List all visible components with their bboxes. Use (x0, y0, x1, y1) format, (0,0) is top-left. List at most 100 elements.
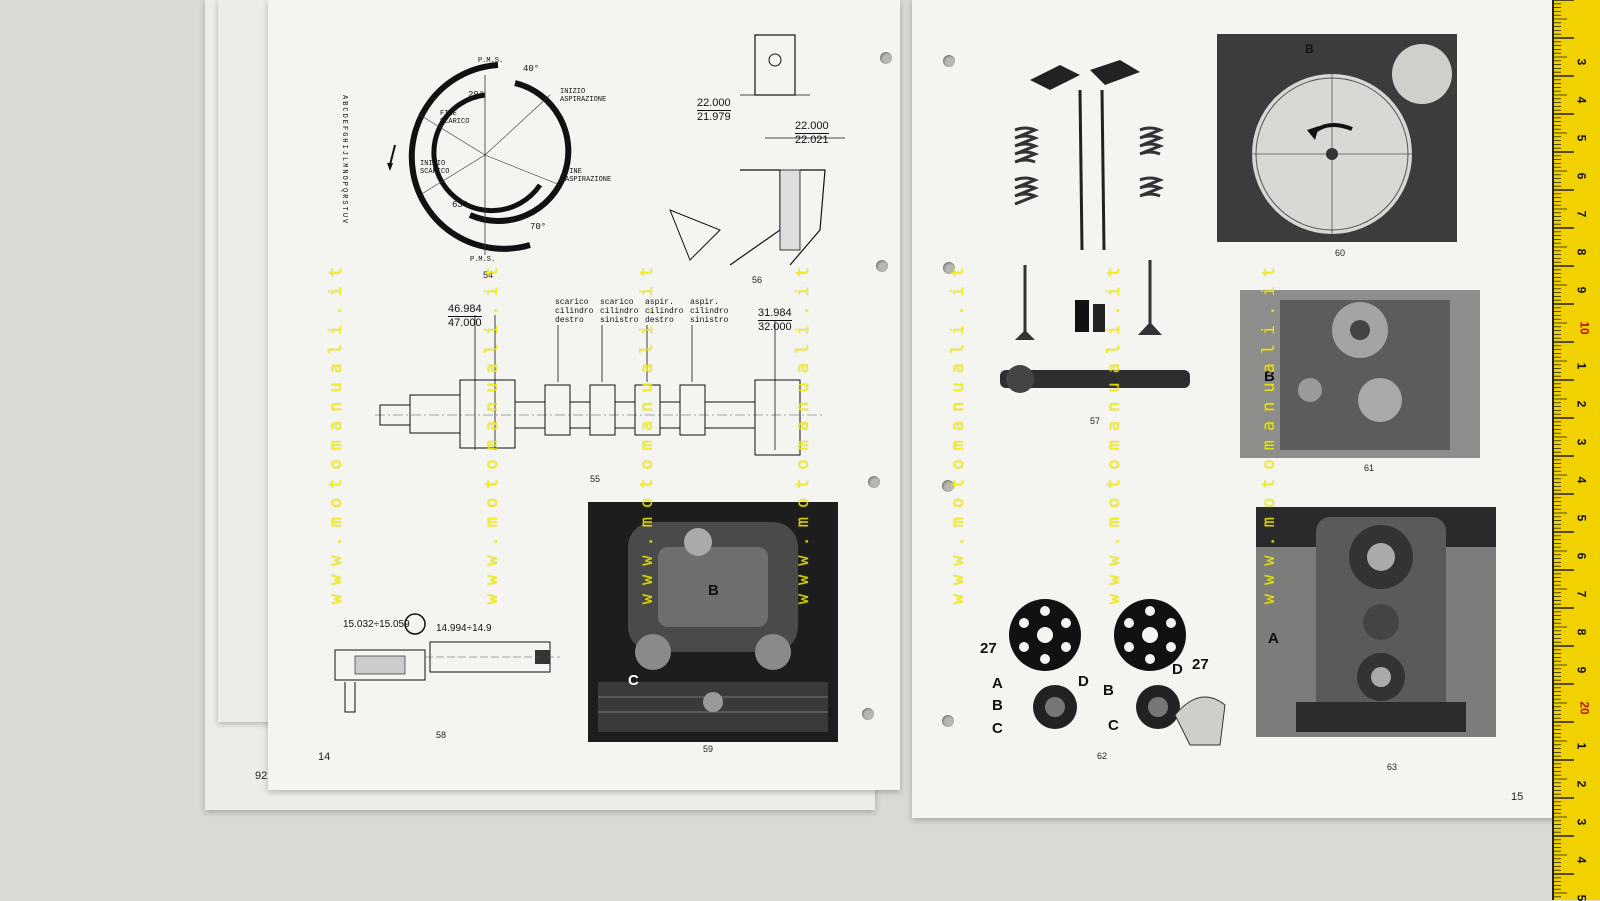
right-page-number: 15 (1511, 791, 1524, 803)
tape-number: 4 (1574, 476, 1589, 484)
binder-hole (943, 262, 955, 274)
fig-59-number: 59 (703, 744, 714, 754)
tape-number: 2 (1574, 780, 1589, 788)
tape-number: 6 (1574, 172, 1589, 180)
tappet-guide-drawing (669, 34, 845, 266)
cylinder-head-shapes (598, 522, 828, 732)
tape-number: 3 (1574, 438, 1589, 446)
fig56-dim-b-top: 22.000 (795, 120, 829, 132)
under-page-number: 92 (255, 770, 268, 782)
tape-number: 9 (1574, 286, 1589, 294)
alphabet-strip: ABCDEFGHIJLMNOPQRSTUV (340, 95, 348, 226)
fig59-callout-b: B (708, 582, 719, 599)
label-pms-top: P.M.S. (478, 57, 504, 65)
lobe-label: aspir. cilindro sinistro (690, 298, 729, 325)
fig-55-number: 55 (590, 474, 601, 484)
fig62-right-c: C (1108, 717, 1119, 734)
fig62-right-d: D (1172, 661, 1183, 678)
binder-hole (876, 260, 888, 272)
fig56-dim-a-bottom: 21.979 (697, 110, 731, 123)
fig62-left-b: B (992, 697, 1003, 714)
watermark: www.motomanuali.it (1259, 258, 1279, 605)
label-inizio-aspirazione: INIZIO ASPIRAZIONE (560, 88, 607, 104)
fig-57-number: 57 (1090, 416, 1101, 426)
watermark: www.motomanuali.it (793, 258, 813, 605)
binder-hole (880, 52, 892, 64)
cylinder-head-photo: B C (588, 502, 838, 742)
timing-gears-drawing (1009, 599, 1226, 746)
fig59-callout-c: C (628, 672, 639, 689)
tape-number: 3 (1574, 818, 1589, 826)
valve-train-exploded (1000, 60, 1190, 393)
fig63-callout-a: A (1268, 630, 1279, 647)
fig-63-number: 63 (1387, 762, 1398, 772)
fig-56-number: 56 (752, 275, 763, 285)
watermark: www.motomanuali.it (1104, 258, 1124, 605)
watermark: www.motomanuali.it (637, 258, 657, 605)
tape-number: 5 (1574, 894, 1589, 901)
label-angle-70: 70° (530, 222, 547, 232)
tape-number: 1 (1574, 742, 1589, 750)
tape-number: 8 (1574, 628, 1589, 636)
tape-number: 6 (1574, 552, 1589, 560)
fig62-left-d: D (1078, 673, 1089, 690)
binder-hole (943, 55, 955, 67)
binder-hole (942, 480, 954, 492)
tape-number: 2 (1574, 400, 1589, 408)
binder-hole (862, 708, 874, 720)
lobe-label: scarico cilindro destro (555, 298, 594, 325)
rocker-shaft-drawing (334, 613, 560, 713)
tape-number: 7 (1574, 590, 1589, 598)
fig62-right-27: 27 (1192, 656, 1209, 673)
label-pms-bottom: P.M.S. (470, 256, 496, 264)
timing-cover-photo: A B (1240, 290, 1480, 458)
fig-60-number: 60 (1335, 248, 1346, 258)
fig55-dim-right-top: 31.984 (758, 307, 792, 319)
tape-number: 1 (1574, 362, 1589, 370)
fig56-dim-b-bottom: 22.021 (795, 133, 829, 146)
watermark: www.motomanuali.it (326, 258, 346, 605)
watermark: www.motomanuali.it (948, 258, 968, 605)
tape-number: 3 (1574, 58, 1589, 66)
watermark: www.motomanuali.it (482, 258, 502, 605)
tape-number: 20 (1577, 701, 1592, 715)
tape-ticks (1554, 0, 1574, 898)
fig62-right-b: B (1103, 682, 1114, 699)
fig62-left-c: C (992, 720, 1003, 737)
fig-61-number: 61 (1364, 463, 1375, 473)
tape-number: 5 (1574, 134, 1589, 142)
timing-chain-photo: A (1256, 507, 1496, 737)
fig-62-number: 62 (1097, 751, 1108, 761)
fig58-dim-a: 15.032÷15.059 (343, 619, 410, 630)
label-angle-40: 40° (523, 64, 540, 74)
fig61-callout-b: B (1264, 368, 1275, 385)
tape-number: 10 (1577, 321, 1592, 335)
camshaft-drawing (375, 315, 825, 456)
degree-wheel-shapes (1217, 34, 1457, 242)
degree-wheel-photo: B (1217, 34, 1457, 242)
fig-58-number: 58 (436, 730, 447, 740)
tape-number: 5 (1574, 514, 1589, 522)
left-page-number: 14 (318, 751, 331, 763)
label-fine-aspirazione: FINE ASPIRAZIONE (565, 168, 612, 184)
label-fine-scarico: FINE SCARICO (440, 110, 470, 126)
fig60-callout-b: B (1305, 42, 1314, 56)
label-inizio-scarico: INIZIO SCARICO (420, 160, 450, 176)
binder-hole (868, 476, 880, 488)
timing-cover-shapes (1240, 290, 1480, 458)
tape-number: 9 (1574, 666, 1589, 674)
fig55-dim-left-top: 46.984 (448, 303, 482, 315)
fig56-dim-a-top: 22.000 (697, 97, 731, 109)
timing-chain-shapes (1256, 507, 1496, 737)
tape-number: 7 (1574, 210, 1589, 218)
binder-hole (942, 715, 954, 727)
fig58-dim-b: 14.994÷14.9 (436, 623, 492, 634)
lobe-label: aspir. cilindro destro (645, 298, 684, 325)
lobe-label: scarico cilindro sinistro (600, 298, 639, 325)
fig55-dim-left-bottom: 47.000 (448, 316, 482, 329)
tape-number: 4 (1574, 856, 1589, 864)
valve-timing-diagram (387, 62, 572, 255)
fig62-left-a: A (992, 675, 1003, 692)
label-angle-29: 29° (468, 90, 485, 100)
